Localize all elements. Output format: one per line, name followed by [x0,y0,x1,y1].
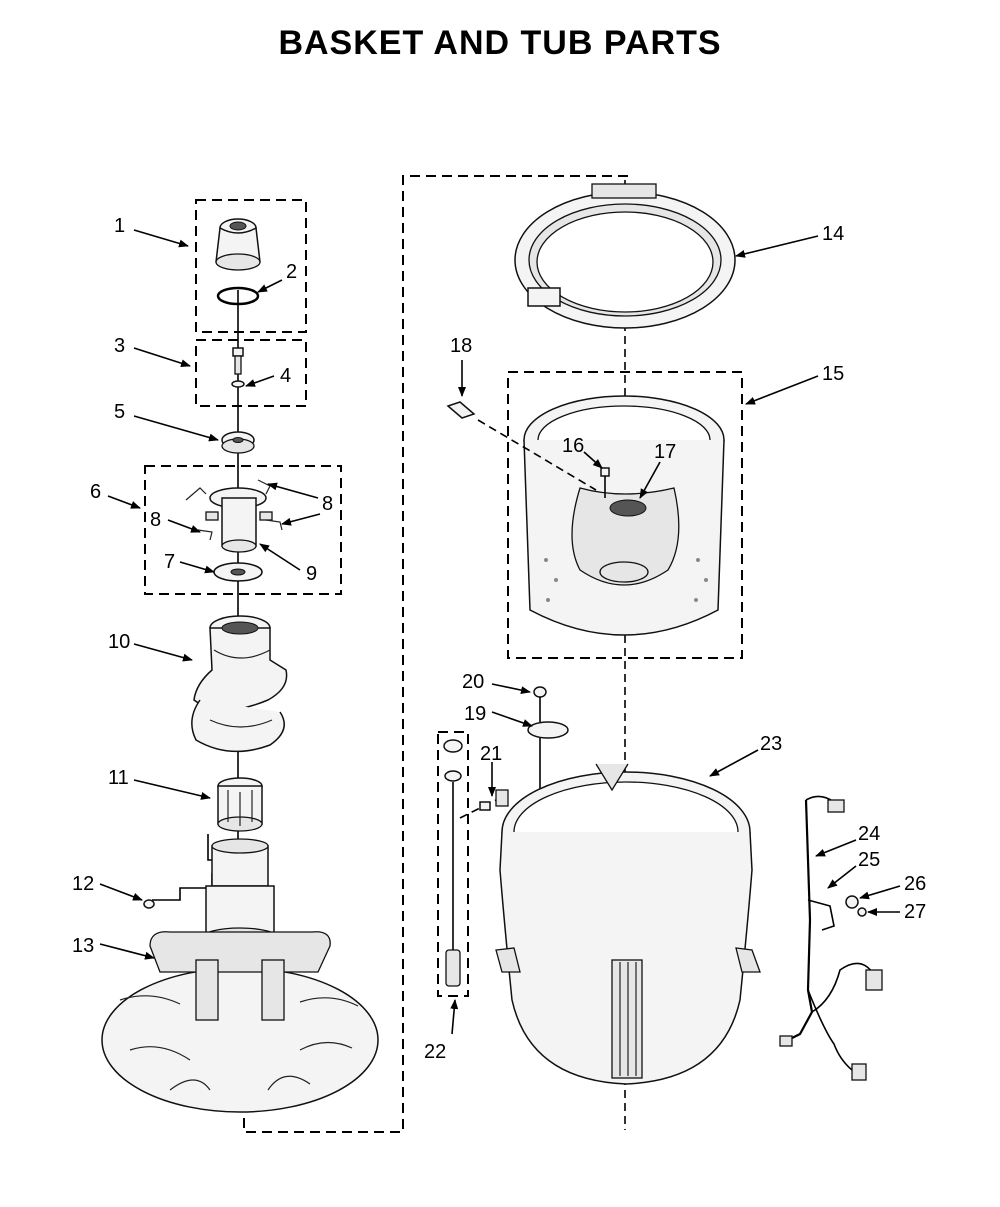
part-22-suspension-rod [443,739,463,987]
part-25-bracket [807,899,835,931]
callout-25: 25 [858,849,880,871]
callout-18: 18 [450,335,472,357]
group-box-6 [144,465,342,595]
page-title: BASKET AND TUB PARTS [278,24,722,62]
part-23-outer-tub [495,763,761,1085]
part-10-auger [191,615,288,753]
part-18-dash-line [477,419,597,491]
callout-8-left: 8 [150,509,161,531]
callout-3: 3 [114,335,125,357]
leader-lines [99,229,901,1035]
part-2-ring [216,286,260,306]
group-box-3 [195,339,307,407]
callout-5: 5 [114,401,125,423]
part-11-coupler [217,777,263,832]
part-14-tub-ring [514,183,736,329]
callout-14: 14 [822,223,844,245]
callout-10: 10 [108,631,130,653]
callout-24: 24 [858,823,880,845]
part-27-screw [857,907,867,917]
part-21-pin [459,789,509,819]
callout-12: 12 [72,873,94,895]
callout-16: 16 [562,435,584,457]
callout-22: 22 [424,1041,446,1063]
callout-27: 27 [904,901,926,923]
part-4-bolt [231,347,245,388]
callout-21: 21 [480,743,502,765]
part-20-bolt [533,686,547,722]
callout-8-right: 8 [322,493,333,515]
callout-13: 13 [72,935,94,957]
callout-7: 7 [164,551,175,573]
part-5-nut [221,431,255,454]
callout-4: 4 [280,365,291,387]
callout-1: 1 [114,215,125,237]
callout-2: 2 [286,261,297,283]
part-24-wire-harness [779,795,883,1081]
part-13-drive-hub [101,838,379,1113]
callout-23: 23 [760,733,782,755]
part-26-grommet [845,895,859,909]
callout-9: 9 [306,563,317,585]
part-15-basket [523,395,725,636]
part-18-clip [446,401,476,419]
callout-15: 15 [822,363,844,385]
callout-26: 26 [904,873,926,895]
part-12-screw [143,899,155,909]
group-box-15 [507,371,743,659]
connector-dashed-frame [243,175,628,1133]
group-box-22 [437,731,469,997]
part-19-plate [527,721,569,739]
callout-17: 17 [654,441,676,463]
callout-6: 6 [90,481,101,503]
part-9-drive-bell [205,487,273,553]
part-1-cap [215,218,261,271]
callout-11: 11 [108,767,129,789]
part-8-clips [185,479,283,541]
callout-19: 19 [464,703,486,725]
callout-20: 20 [462,671,484,693]
part-16-screw [600,467,610,498]
group-box-1 [195,199,307,333]
